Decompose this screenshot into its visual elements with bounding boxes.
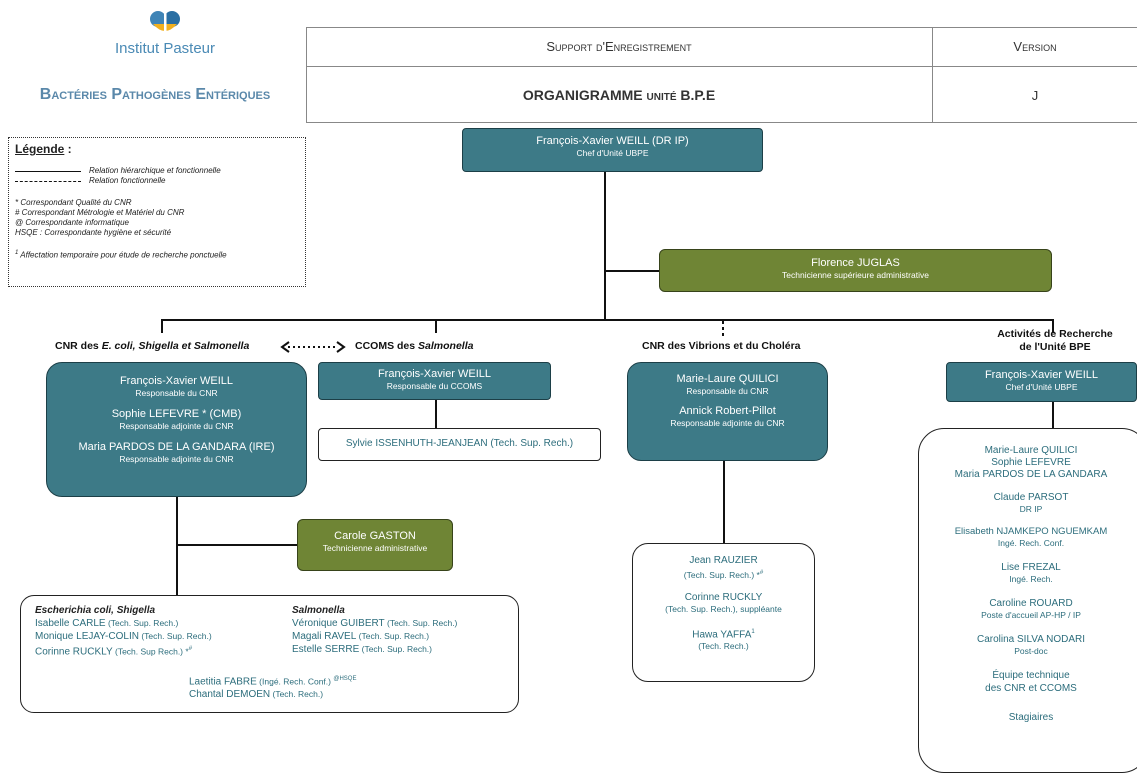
- legend-note: HSQE : Correspondante hygiène et sécurit…: [15, 228, 172, 237]
- section-title-ccoms: CCOMS des Salmonella: [355, 340, 474, 352]
- person-role: Chef d'Unité UBPE: [1005, 382, 1078, 392]
- cnr-ecoli-box: François-Xavier WEILL Responsable du CNR…: [46, 362, 307, 497]
- admin-name: Florence JUGLAS: [811, 257, 900, 269]
- doc-title-rest: unité B.P.E: [646, 87, 716, 103]
- person-name: Sophie LEFEVRE * (CMB): [111, 408, 242, 420]
- support-label: Support d'Enregistrement: [546, 39, 692, 54]
- section-title-vibrions: CNR des Vibrions et du Choléra: [642, 340, 801, 352]
- person-name: Lise FREZAL: [1001, 562, 1061, 573]
- person-name: Corinne RUCKLY: [684, 591, 763, 603]
- person-role: Ingé. Rech.: [1009, 574, 1053, 584]
- person-role: (Tech. Sup. Rech.), suppléante: [665, 603, 782, 614]
- staff-member: Corinne RUCKLY (Tech. Sup Rech.) *#: [35, 646, 193, 658]
- vibrions-staff-box: Jean RAUZIER (Tech. Sup. Rech.) *# Corin…: [632, 543, 815, 682]
- head-box: François-Xavier WEILL (DR IP) Chef d'Uni…: [462, 128, 763, 172]
- person-name: Carolina SILVA NODARI: [976, 634, 1085, 645]
- person-role: Responsable du CNR: [135, 388, 218, 398]
- person-name: Sylvie ISSENHUTH-JEANJEAN (Tech. Sup. Re…: [345, 438, 574, 449]
- person-name: Carole GASTON: [334, 530, 416, 542]
- person-role: Responsable adjointe du CNR: [119, 454, 234, 464]
- legend-note: # Correspondant Métrologie et Matériel d…: [15, 208, 185, 217]
- head-name: François-Xavier WEILL (DR IP): [536, 135, 689, 147]
- legend-title: Légende: [15, 142, 65, 156]
- legend-note-temporary: 1 Affectation temporaire pour étude de r…: [15, 250, 227, 260]
- interns-label: Stagiaires: [1008, 712, 1054, 723]
- admin-tech-box: Carole GASTON Technicienne administrativ…: [297, 519, 453, 571]
- recherche-head-box: François-Xavier WEILL Chef d'Unité UBPE: [946, 362, 1137, 402]
- person-name: François-Xavier WEILL: [119, 375, 234, 387]
- legend-line-solid: Relation hiérarchique et fonctionnelle: [89, 166, 221, 175]
- person-name: Annick Robert-Pillot: [679, 405, 776, 417]
- person-name: François-Xavier WEILL: [984, 369, 1099, 381]
- staff-member: Chantal DEMOEN (Tech. Rech.): [189, 689, 324, 701]
- document-title: ORGANIGRAMME unité B.P.E: [306, 67, 932, 123]
- person-role: (Tech. Sup. Rech.) *#: [683, 569, 764, 580]
- version-label: Version: [1013, 39, 1057, 54]
- ecoli-staff-box: Escherichia coli, Shigella Isabelle CARL…: [20, 595, 519, 713]
- person-role: Post-doc: [1014, 646, 1048, 656]
- person-name: Elisabeth NJAMKEPO NGUEMKAM: [954, 526, 1108, 537]
- person-name: Maria PARDOS DE LA GANDARA (IRE): [78, 441, 275, 453]
- staff-member: Monique LEJAY-COLIN (Tech. Sup. Rech.): [35, 631, 212, 642]
- person-role: Ingé. Rech. Conf.: [997, 538, 1065, 548]
- section-title-recherche: Activités de Recherche de l'Unité BPE: [997, 328, 1113, 353]
- person-name: Caroline ROUARD: [989, 598, 1073, 609]
- legend-note: * Correspondant Qualité du CNR: [15, 198, 132, 207]
- staff-member: Estelle SERRE (Tech. Sup. Rech.): [292, 644, 433, 655]
- person-role: Poste d'accueil AP-HP / IP: [981, 610, 1081, 620]
- person-role: Responsable du CCOMS: [386, 381, 483, 391]
- cnr-vibrions-box: Marie-Laure QUILICI Responsable du CNR A…: [627, 362, 828, 461]
- person-name: Hawa YAFFA1: [692, 628, 755, 641]
- logo-text: Institut Pasteur: [114, 40, 216, 57]
- version-value: J: [1031, 87, 1039, 103]
- section-title-cnr-ecoli: CNR des E. coli, Shigella et Salmonella: [55, 340, 250, 352]
- group-title: Escherichia coli, Shigella: [35, 605, 156, 616]
- doc-title-main: ORGANIGRAMME: [522, 87, 643, 103]
- unit-name: Bactéries Pathogènes Entériques: [39, 86, 271, 103]
- person-name: Maria PARDOS DE LA GANDARA: [954, 469, 1108, 480]
- person-name: Jean RAUZIER: [689, 555, 758, 566]
- person-role: Technicienne administrative: [322, 543, 428, 553]
- person-role: Responsable adjointe du CNR: [670, 418, 785, 428]
- pasteur-logo-icon: [150, 10, 180, 32]
- double-arrow-icon: [280, 341, 346, 353]
- ccoms-tech-box: Sylvie ISSENHUTH-JEANJEAN (Tech. Sup. Re…: [318, 428, 601, 461]
- header-table: [306, 27, 1137, 123]
- head-role: Chef d'Unité UBPE: [576, 148, 649, 158]
- team-name: des CNR et CCOMS: [985, 683, 1077, 694]
- person-name: Marie-Laure QUILICI: [676, 373, 779, 385]
- admin-role: Technicienne supérieure administrative: [782, 270, 929, 280]
- admin-box: Florence JUGLAS Technicienne supérieure …: [659, 249, 1052, 292]
- team-name: Équipe technique: [992, 670, 1070, 681]
- person-name: Claude PARSOT: [993, 492, 1069, 503]
- group-title: Salmonella: [292, 605, 345, 616]
- person-role: Responsable du CNR: [686, 386, 769, 396]
- staff-member: Laetitia FABRE (Ingé. Rech. Conf.) @HSQE: [189, 676, 357, 688]
- person-name: Marie-Laure QUILICI: [984, 445, 1078, 456]
- person-role: Responsable adjointe du CNR: [119, 421, 234, 431]
- legend-note: @ Correspondante informatique: [15, 218, 129, 227]
- legend-box: Légende : Relation hiérarchique et fonct…: [8, 137, 306, 287]
- person-name: Sophie LEFEVRE: [991, 457, 1071, 468]
- staff-member: Véronique GUIBERT (Tech. Sup. Rech.): [292, 618, 458, 629]
- recherche-staff-box: Marie-Laure QUILICI Sophie LEFEVRE Maria…: [918, 428, 1137, 773]
- ccoms-box: François-Xavier WEILL Responsable du CCO…: [318, 362, 551, 400]
- staff-member: Isabelle CARLE (Tech. Sup. Rech.): [35, 618, 179, 629]
- person-name: François-Xavier WEILL: [377, 368, 492, 380]
- staff-member: Magali RAVEL (Tech. Sup. Rech.): [292, 631, 430, 642]
- legend-line-dashed: Relation fonctionnelle: [89, 176, 166, 185]
- person-role: (Tech. Rech.): [698, 641, 749, 652]
- person-role: DR IP: [1019, 504, 1043, 514]
- logo: Institut Pasteur: [100, 4, 230, 64]
